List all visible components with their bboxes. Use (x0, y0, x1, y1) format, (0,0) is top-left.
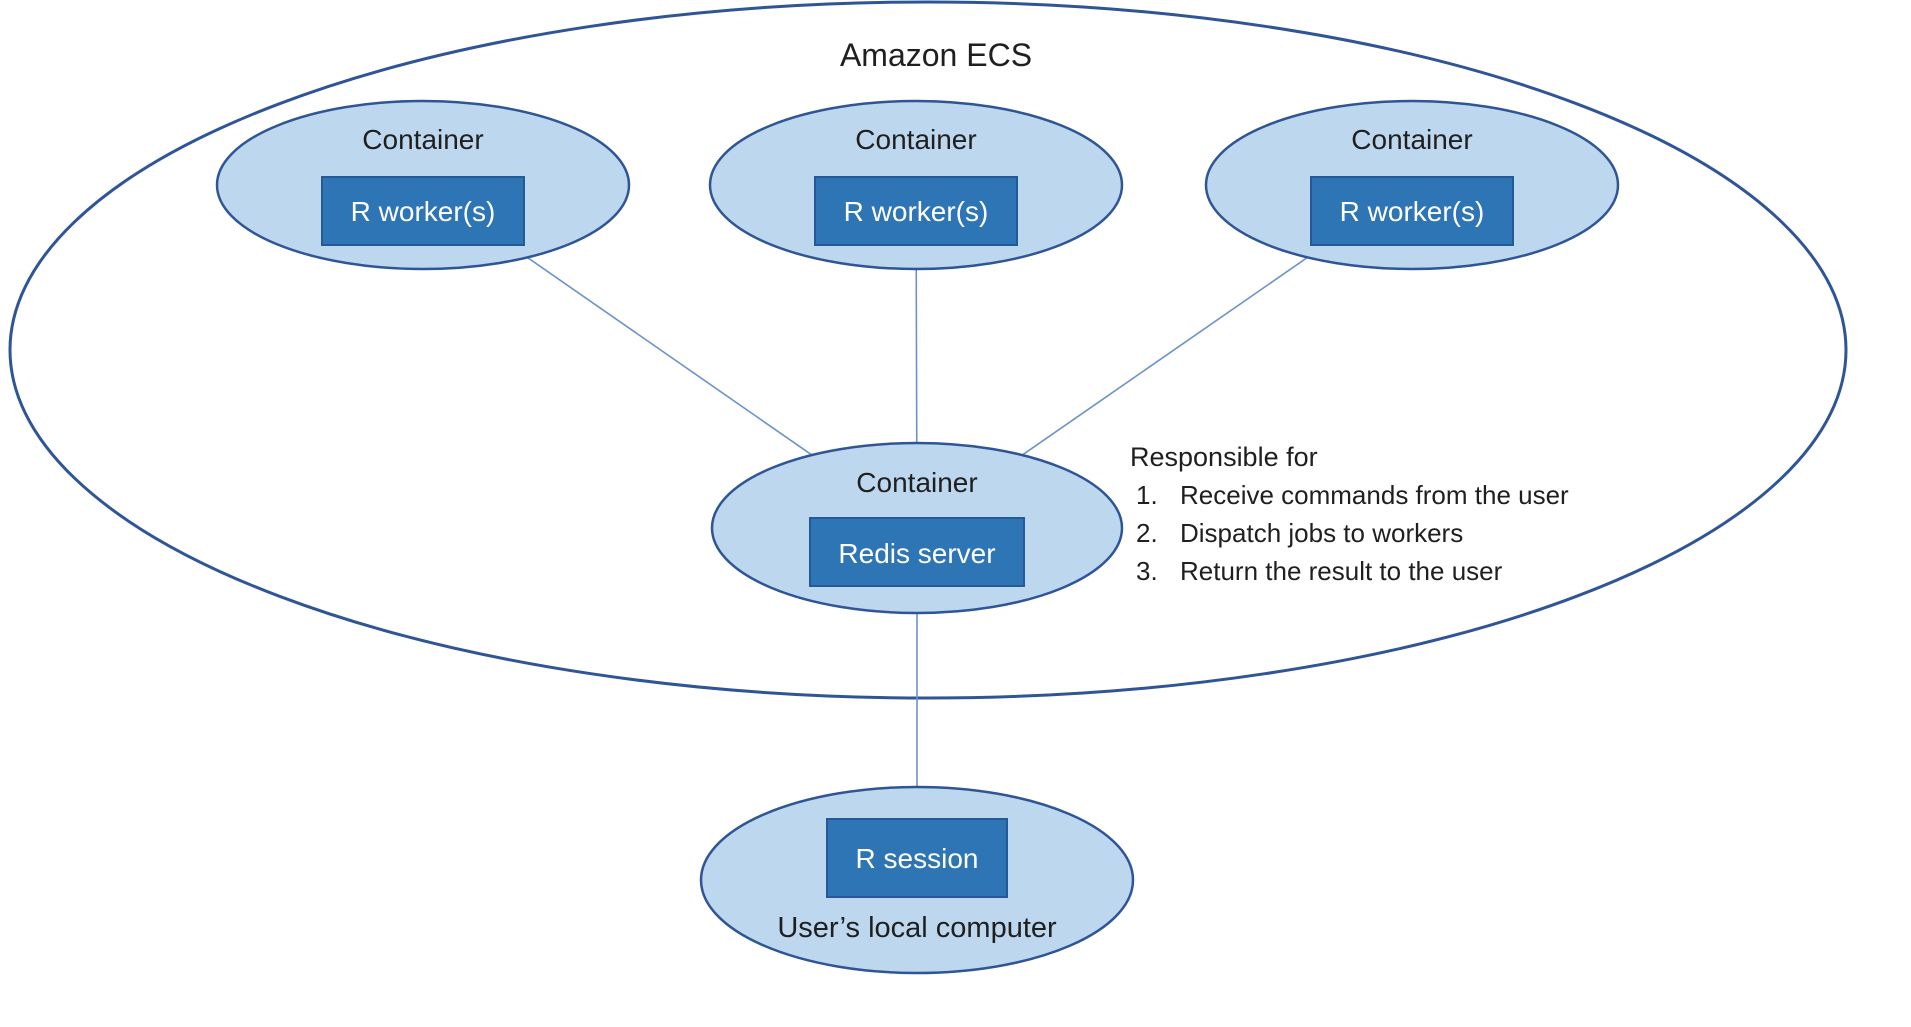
worker-container-1: Container R worker(s) (215, 99, 631, 271)
r-session-box (826, 818, 1008, 898)
redis-box (809, 517, 1025, 587)
worker-1-box-label: R worker(s) (351, 196, 496, 227)
ecs-cloud-ellipse (8, 0, 1848, 700)
responsibility-item-1-text: Receive commands from the user (1180, 480, 1569, 510)
redis-label: Container (856, 467, 977, 498)
responsibility-item-1-number: 1. (1136, 480, 1158, 510)
r-session-box-label: R session (856, 843, 979, 874)
responsibility-item-2: 2. Dispatch jobs to workers (1128, 514, 1569, 552)
worker-2-box-label: R worker(s) (844, 196, 989, 227)
ecs-cloud-label: Amazon ECS (840, 37, 1032, 73)
redis-box-label: Redis server (838, 538, 995, 569)
worker-3-box-label: R worker(s) (1340, 196, 1485, 227)
responsibilities-heading: Responsible for (1130, 442, 1318, 472)
responsibility-item-2-text: Dispatch jobs to workers (1180, 518, 1464, 548)
responsibilities-note: Responsible for 1. Receive commands from… (1128, 438, 1569, 590)
responsibility-item-3-text: Return the result to the user (1180, 556, 1503, 586)
local-computer-label: User’s local computer (777, 912, 1057, 944)
responsibility-item-3: 3. Return the result to the user (1128, 552, 1569, 590)
responsibility-item-1: 1. Receive commands from the user (1128, 476, 1569, 514)
worker-2-box (814, 176, 1018, 246)
local-computer: R session User’s local computer (699, 785, 1135, 975)
worker-2-label: Container (855, 124, 976, 155)
worker-3-label: Container (1351, 124, 1472, 155)
responsibility-item-3-number: 3. (1136, 556, 1158, 586)
responsibility-item-2-number: 2. (1136, 518, 1158, 548)
worker-3-box (1310, 176, 1514, 246)
worker-container-3: Container R worker(s) (1204, 99, 1620, 271)
worker-1-label: Container (362, 124, 483, 155)
redis-container: Container Redis server (710, 441, 1124, 615)
worker-1-box (321, 176, 525, 246)
worker-container-2: Container R worker(s) (708, 99, 1124, 271)
